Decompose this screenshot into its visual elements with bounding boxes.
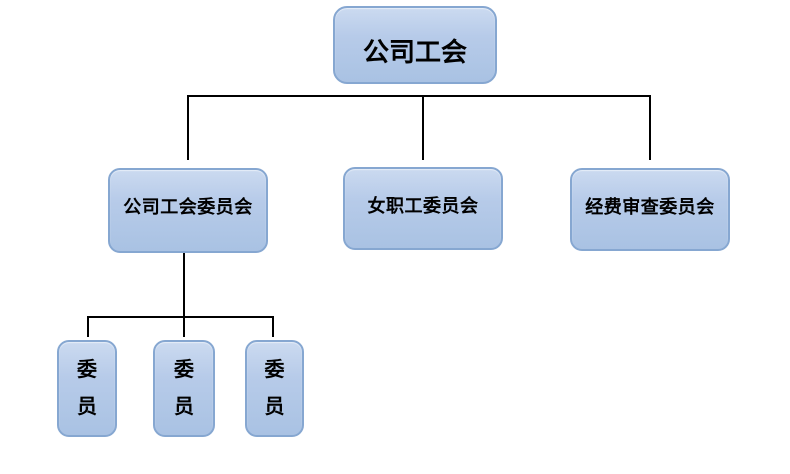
node-funds-review-committee-label: 经费审查委员会	[585, 197, 715, 218]
node-member-2-label: 委员	[174, 357, 194, 418]
node-funds-review-committee: 经费审查委员会	[570, 168, 730, 251]
node-member-1-label: 委员	[77, 357, 97, 418]
node-member-3: 委员	[245, 340, 304, 437]
node-member-1: 委员	[57, 340, 117, 437]
node-company-union-label: 公司工会	[362, 38, 467, 68]
node-member-2: 委员	[153, 340, 215, 437]
node-member-3-label: 委员	[264, 357, 285, 418]
node-female-staff-committee: 女职工委员会	[343, 167, 503, 250]
node-union-committee-label: 公司工会委员会	[123, 197, 253, 218]
node-female-staff-committee-label: 女职工委员会	[367, 196, 479, 217]
node-company-union: 公司工会	[333, 6, 497, 84]
node-union-committee: 公司工会委员会	[108, 168, 268, 253]
